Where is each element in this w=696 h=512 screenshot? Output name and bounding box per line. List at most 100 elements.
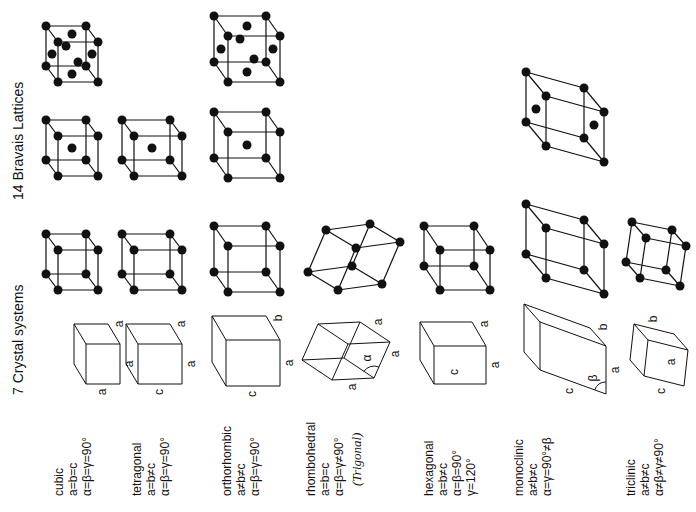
- system-parameter: cubic: [53, 468, 67, 496]
- cell-edge: [606, 346, 607, 394]
- cell-edge: [540, 370, 606, 394]
- lattice-atom: [396, 238, 405, 247]
- lattice-edge: [214, 111, 266, 112]
- lattice-edge: [214, 157, 266, 158]
- bravais-lattice: [210, 222, 285, 297]
- lattice-atom: [42, 116, 51, 125]
- lattice-atom: [94, 246, 103, 255]
- cell-edge: [540, 322, 606, 346]
- axis-label: a: [389, 351, 403, 358]
- lattice-atom: [322, 226, 331, 235]
- lattice-atom: [269, 45, 278, 54]
- cell-edge: [634, 324, 674, 334]
- lattice-edge: [45, 26, 46, 66]
- axis-label: a: [372, 319, 386, 326]
- axis-label: a: [609, 367, 623, 374]
- cell-edge: [182, 344, 183, 384]
- lattice-edge: [57, 136, 58, 176]
- lattice-atom: [94, 132, 103, 141]
- lattice-atom: [348, 262, 357, 271]
- lattice-edge: [546, 96, 604, 112]
- lattice-atom: [522, 68, 531, 77]
- lattice-edge: [228, 131, 280, 132]
- lattice-edge: [228, 291, 280, 292]
- lattice-edge: [546, 228, 604, 244]
- cell-edge: [590, 328, 606, 346]
- axis-label: c: [448, 369, 462, 375]
- lattice-edge: [214, 15, 266, 16]
- lattice-atom: [250, 55, 259, 64]
- axis-label: a: [185, 361, 199, 368]
- lattice-atom: [148, 144, 157, 153]
- lattice-edge: [279, 132, 280, 178]
- system-parameter: monoclinic: [513, 439, 527, 496]
- lattice-atom: [178, 132, 187, 141]
- lattice-atom: [304, 268, 313, 277]
- lattice-atom: [236, 35, 245, 44]
- lattice-edge: [526, 204, 584, 220]
- lattice-atom: [243, 22, 252, 31]
- lattice-atom: [600, 290, 609, 299]
- system-parameter: α≠β≠γ≠90°: [653, 438, 667, 496]
- system-parameter: a=b=c: [319, 463, 333, 496]
- system-parameter: α=β=90°: [451, 450, 465, 496]
- lattice-atom: [420, 262, 429, 271]
- lattice-atom: [178, 246, 187, 255]
- axis-label: c: [655, 388, 669, 394]
- lattice-edge: [526, 72, 584, 88]
- lattice-edge: [58, 289, 98, 290]
- lattice-atom: [522, 250, 531, 259]
- lattice-edge: [134, 289, 182, 290]
- lattice-atom: [54, 172, 63, 181]
- bravais-lattice: [420, 222, 495, 295]
- cell-edge: [486, 346, 487, 384]
- lattice-atom: [642, 234, 651, 243]
- lattice-atom: [42, 22, 51, 31]
- lattice-edge: [640, 238, 646, 278]
- lattice-edge: [122, 119, 170, 120]
- lattice-edge: [169, 234, 170, 274]
- lattice-atom: [130, 286, 139, 295]
- lattice-atom: [118, 230, 127, 239]
- lattice-atom: [600, 240, 609, 249]
- lattice-edge: [46, 159, 86, 160]
- lattice-atom: [118, 116, 127, 125]
- lattice-edge: [214, 61, 266, 62]
- lattice-edge: [57, 250, 58, 290]
- lattice-atom: [68, 144, 77, 153]
- lattice-atom: [224, 174, 233, 183]
- lattice-edge: [46, 233, 86, 234]
- lattice-atom: [82, 270, 91, 279]
- lattice-edge: [134, 135, 182, 136]
- crystal-system-box: [302, 322, 390, 380]
- crystal-system-box: [74, 324, 120, 384]
- lattice-edge: [213, 16, 214, 62]
- lattice-edge: [85, 26, 86, 66]
- cell-edge: [86, 344, 120, 345]
- lattice-atom: [262, 222, 271, 231]
- cell-edge: [302, 358, 344, 360]
- lattice-atom: [262, 12, 271, 21]
- axis-label: a: [478, 321, 492, 328]
- axis-label: a: [123, 361, 137, 368]
- lattice-atom: [436, 286, 445, 295]
- lattice-atom: [82, 22, 91, 31]
- system-parameter: a≠b≠c: [639, 463, 653, 496]
- cell-edge: [212, 316, 226, 340]
- lattice-atom: [542, 274, 551, 283]
- lattice-edge: [121, 120, 122, 160]
- lattice-edge: [584, 220, 604, 244]
- lattice-edge: [440, 289, 490, 290]
- axis-label: b: [272, 315, 286, 322]
- bravais-lattice: [42, 22, 103, 87]
- lattice-edge: [545, 228, 546, 278]
- lattice-atom: [82, 62, 91, 71]
- cell-edge: [524, 352, 540, 370]
- lattice-atom: [217, 45, 226, 54]
- lattice-edge: [122, 273, 170, 274]
- lattice-atom: [276, 174, 285, 183]
- lattice-atom: [178, 286, 187, 295]
- lattice-edge: [134, 175, 182, 176]
- bravais-lattice: [522, 68, 609, 167]
